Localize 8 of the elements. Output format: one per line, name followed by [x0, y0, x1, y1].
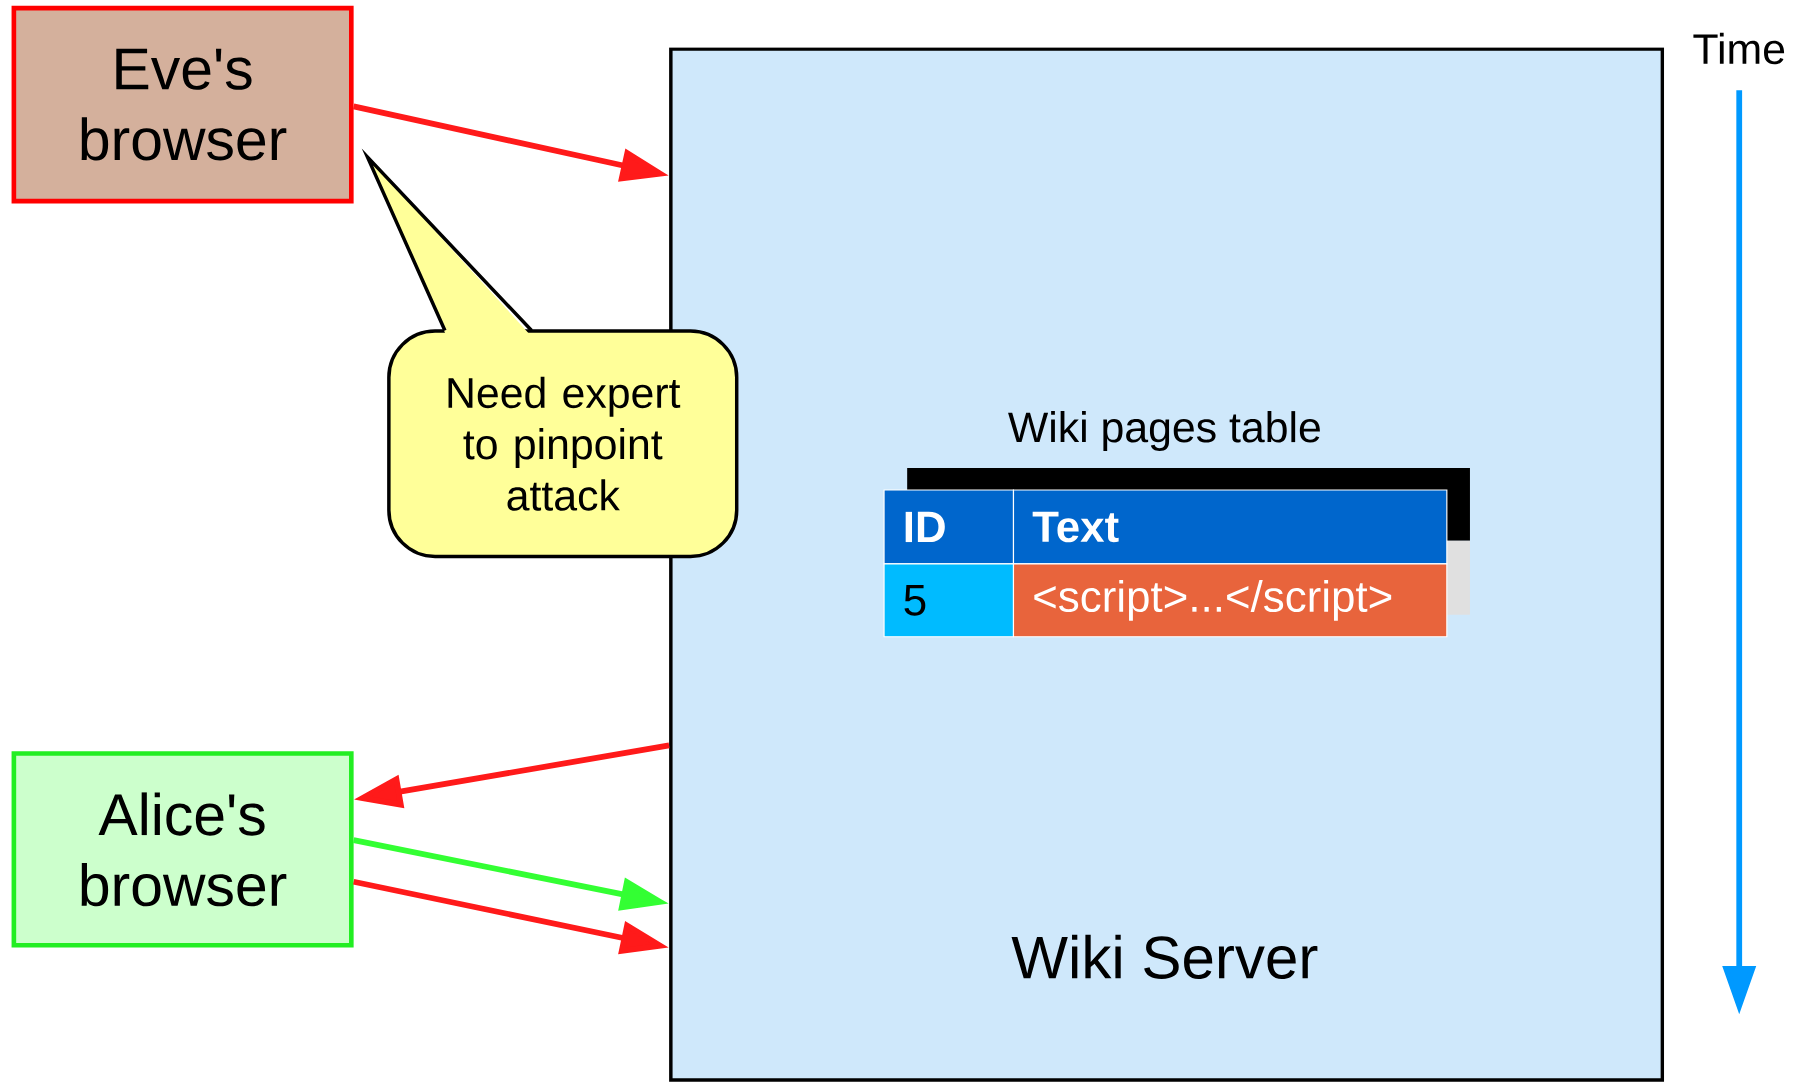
browser-box: Eve's browser: [11, 5, 354, 204]
table-cell: <script>...</script>: [1012, 563, 1448, 638]
table-header-cell: ID: [883, 489, 1015, 565]
time-label: Time: [1693, 32, 1785, 65]
callout-bubble: Need expert to pinpoint attack: [361, 148, 739, 559]
table-title: Wiki pages table: [1008, 411, 1320, 451]
browser-box: Alice's browser: [11, 751, 354, 948]
table-cell: 5: [883, 563, 1015, 638]
